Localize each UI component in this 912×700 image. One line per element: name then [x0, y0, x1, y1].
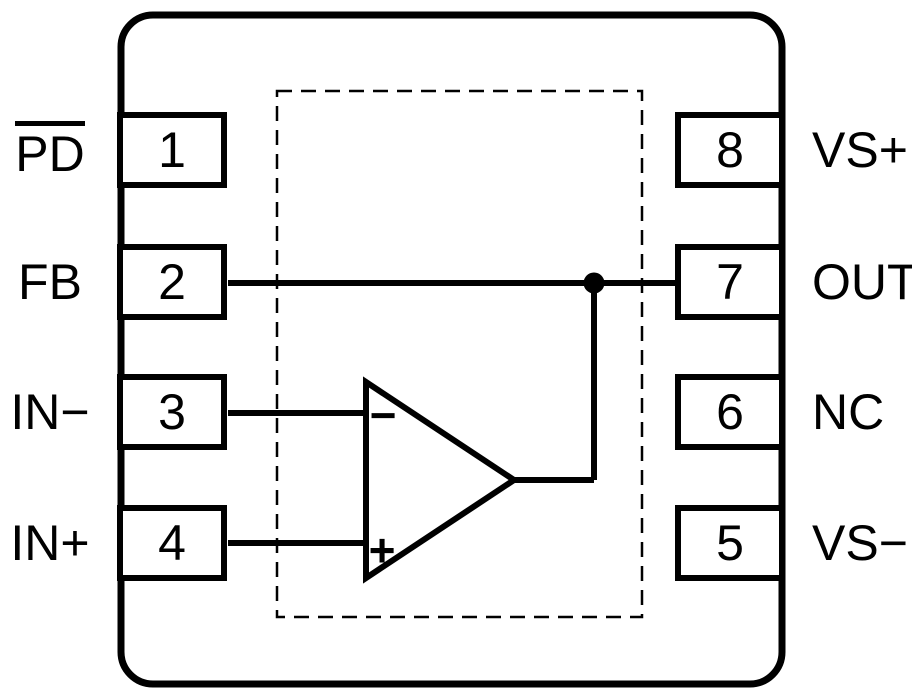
- pin-number-2: 2: [158, 254, 186, 310]
- pin-box-7: 7: [675, 244, 785, 320]
- pin-number-4: 4: [158, 515, 186, 571]
- opamp-noninverting-input-symbol: +: [368, 524, 396, 576]
- pin-label-nc: NC: [812, 374, 912, 450]
- pin-number-6: 6: [716, 384, 744, 440]
- pin-label-vs-minus: VS−: [812, 505, 912, 581]
- pin-box-2: 2: [117, 244, 227, 320]
- pin-box-3: 3: [117, 374, 227, 450]
- pin-label-fb: FB: [0, 244, 100, 320]
- pin-box-5: 5: [675, 505, 785, 581]
- pin-number-3: 3: [158, 384, 186, 440]
- pin-label-vs-minus-text: VS−: [812, 515, 908, 571]
- package-outline: [117, 11, 786, 688]
- pin-label-in-plus-text: IN+: [10, 515, 90, 571]
- pin-label-pd-text: PD: [15, 121, 85, 179]
- pin-label-vs-plus: VS+: [812, 112, 912, 188]
- wire-junction-dot: [583, 272, 605, 294]
- internal-boundary-dashed-box: [275, 89, 644, 619]
- pin-label-nc-text: NC: [812, 384, 885, 440]
- opamp-inverting-input-symbol: −: [369, 389, 397, 441]
- pin-box-1: 1: [117, 112, 227, 188]
- pin-number-1: 1: [158, 122, 186, 178]
- pin-box-4: 4: [117, 505, 227, 581]
- pin-label-out-text: OUT: [812, 254, 912, 310]
- pin-number-7: 7: [716, 254, 744, 310]
- pin-box-8: 8: [675, 112, 785, 188]
- pin-number-5: 5: [716, 515, 744, 571]
- pin-number-8: 8: [716, 122, 744, 178]
- pin-label-fb-text: FB: [18, 254, 82, 310]
- pin-label-in-minus: IN−: [0, 374, 100, 450]
- pin-label-vs-plus-text: VS+: [812, 122, 908, 178]
- pin-label-out: OUT: [812, 244, 912, 320]
- opamp-triangle: [363, 376, 520, 584]
- pin-label-in-plus: IN+: [0, 505, 100, 581]
- pin-box-6: 6: [675, 374, 785, 450]
- pin-label-in-minus-text: IN−: [10, 384, 90, 440]
- pin-label-pd: PD: [0, 112, 100, 188]
